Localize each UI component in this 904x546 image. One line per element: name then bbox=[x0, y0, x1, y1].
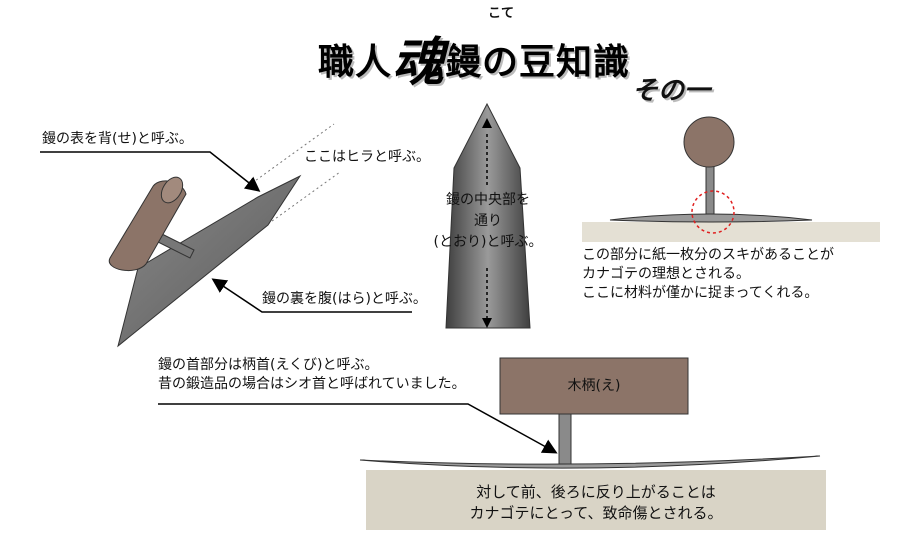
label-neck-line2: 昔の鍛造品の場合はシオ首と呼ばれていました。 bbox=[158, 376, 466, 392]
label-center-line2: 通り bbox=[474, 213, 502, 229]
label-gap: この部分に紙一枚分のスキがあることが カナゴテの理想とされる。 ここに材料が僅か… bbox=[582, 246, 834, 303]
title-emphasis: 魂 bbox=[392, 33, 446, 93]
label-handle: 木柄(え) bbox=[567, 378, 621, 394]
surface-band bbox=[582, 222, 880, 242]
label-center-line3: (とおり)と呼ぶ。 bbox=[433, 234, 543, 250]
bottom-shadow-band bbox=[366, 470, 826, 530]
handle-end bbox=[160, 176, 184, 204]
bottom-trowel bbox=[359, 357, 826, 530]
back-leader-arrow bbox=[40, 151, 261, 192]
label-center: 鏝の中央部を 通り (とおり)と呼ぶ。 bbox=[420, 190, 556, 253]
label-gap-line3: ここに材料が僅かに捉まってくれる。 bbox=[582, 285, 819, 301]
center-arrow-top bbox=[482, 118, 492, 128]
trowel-blade bbox=[117, 174, 302, 348]
label-belly: 鏝の裏を腹(はら)と呼ぶ。 bbox=[262, 291, 427, 307]
belly-leader-arrow bbox=[211, 278, 412, 313]
blade-shape bbox=[445, 102, 531, 329]
page-title: 職人魂鏝の豆知識 bbox=[318, 14, 631, 93]
side-neck bbox=[705, 163, 715, 215]
label-center-line1: 鏝の中央部を bbox=[446, 192, 530, 208]
title-part2: 鏝の豆知識 bbox=[445, 42, 631, 83]
label-gap-line2: カナゴテの理想とされる。 bbox=[582, 266, 750, 282]
bottom-blade bbox=[359, 455, 821, 469]
label-neck-line1: 鏝の首部分は柄首(えくび)と呼ぶ。 bbox=[158, 357, 379, 373]
title-part1: 職人 bbox=[318, 42, 393, 83]
bottom-neck bbox=[558, 413, 572, 465]
side-blade bbox=[609, 213, 813, 223]
wood-handle-box bbox=[499, 357, 689, 415]
label-bottom-line1: 対して前、後ろに反り上がることは bbox=[476, 483, 716, 501]
side-view-trowel bbox=[582, 116, 880, 242]
title-ruby: こて bbox=[488, 6, 515, 21]
angled-trowel bbox=[108, 123, 341, 348]
label-flat: ここはヒラと呼ぶ。 bbox=[304, 149, 430, 165]
blade-top-view bbox=[445, 102, 531, 329]
center-arrow-bottom bbox=[482, 318, 492, 328]
neck-leader-arrow bbox=[158, 403, 558, 454]
label-gap-line1: この部分に紙一枚分のスキがあることが bbox=[582, 247, 834, 263]
label-neck: 鏝の首部分は柄首(えくび)と呼ぶ。 昔の鍛造品の場合はシオ首と呼ばれていました。 bbox=[158, 356, 466, 394]
label-bottom: 対して前、後ろに反り上がることは カナゴテにとって、致命傷とされる。 bbox=[366, 482, 826, 524]
gap-highlight-circle bbox=[691, 190, 735, 234]
side-handle bbox=[683, 116, 735, 168]
page-subtitle: その一 bbox=[632, 76, 711, 106]
label-back: 鏝の表を背(せ)と呼ぶ。 bbox=[42, 131, 193, 147]
label-bottom-line2: カナゴテにとって、致命傷とされる。 bbox=[469, 504, 723, 522]
trowel-handle bbox=[108, 180, 187, 272]
